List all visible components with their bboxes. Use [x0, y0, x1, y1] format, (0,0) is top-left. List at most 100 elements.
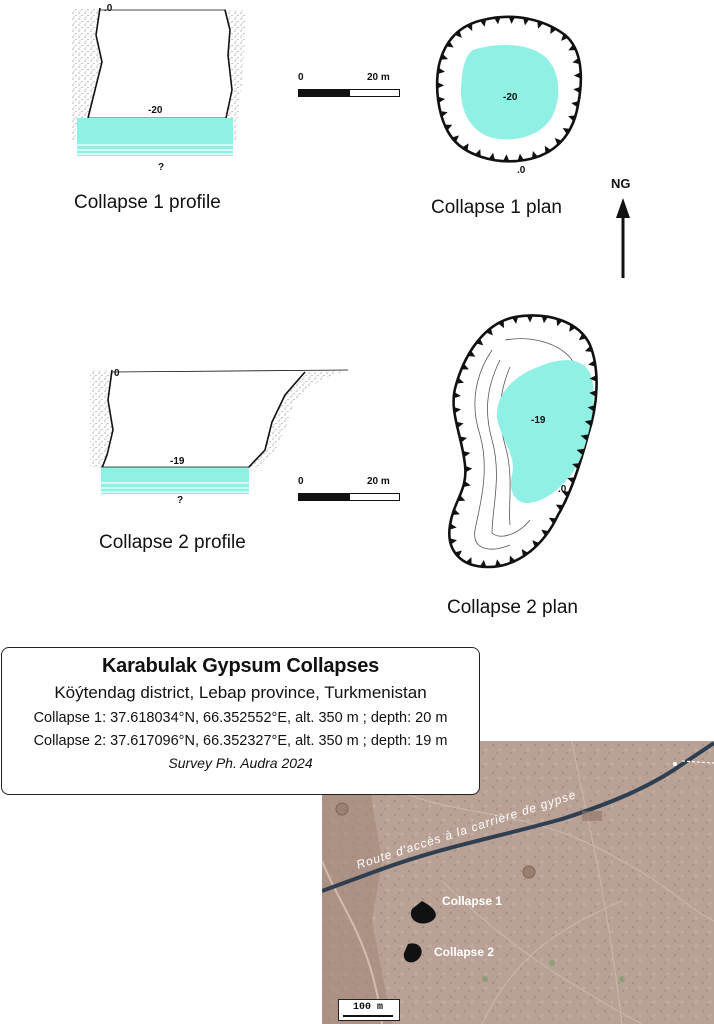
rim-tick — [571, 101, 579, 108]
rim-tick — [451, 135, 460, 143]
rim-tick — [494, 17, 501, 25]
rim-tick — [584, 419, 593, 427]
collapse2-plan-water — [496, 360, 594, 504]
info-credit: Survey Ph. Audra 2024 — [168, 755, 313, 771]
rim-tick — [440, 110, 448, 118]
rim-tick — [555, 504, 564, 511]
info-collapse2-line: Collapse 2: 37.617096°N, 66.352327°E, al… — [33, 733, 448, 749]
rim-tick — [523, 17, 530, 26]
satellite-map-image: Route d'accès à la carrière de gypse Col… — [322, 741, 714, 1024]
rim-tick — [561, 33, 569, 41]
collapse1-profile-right-wall — [225, 10, 245, 140]
rim-tick — [446, 40, 454, 48]
collapse2-profile-left-wall — [90, 370, 113, 468]
rim-tick — [497, 320, 504, 329]
collapse1-profile: .0 -20 ? — [72, 3, 245, 173]
rim-tick — [526, 315, 534, 323]
collapse1-scale-start: 0 — [298, 72, 304, 83]
collapse1-profile-caption: Collapse 1 profile — [74, 192, 221, 213]
collapse2-water-body — [101, 467, 249, 494]
collapse2-profile-bottom-label: ? — [177, 495, 183, 506]
collapse2-profile-top-label: 0 — [114, 368, 120, 379]
rim-tick — [462, 143, 469, 152]
collapse2-plan-depth-label: -19 — [531, 415, 546, 426]
rim-tick — [573, 86, 581, 94]
collapse1-scale-end: 20 m — [367, 72, 390, 83]
north-arrow-icon — [616, 198, 630, 278]
rim-tick — [454, 550, 462, 558]
rim-tick — [467, 350, 476, 357]
rim-tick — [459, 436, 468, 443]
rim-tick — [503, 154, 510, 162]
rim-tick — [475, 338, 484, 346]
rim-tick — [554, 138, 563, 146]
collapse1-profile-top-label: .0 — [104, 3, 113, 14]
collapse2-plan-ticks — [449, 315, 597, 568]
map-collapse2-marker — [403, 943, 422, 963]
rim-tick — [466, 23, 473, 31]
rim-tick — [541, 529, 549, 537]
rim-tick — [573, 72, 581, 79]
map-collapse1-marker — [410, 901, 436, 924]
collapse2-ground-line — [111, 369, 349, 373]
rim-tick — [449, 538, 458, 545]
rim-tick — [578, 333, 587, 341]
collapse1-profile-water-label: -20 — [148, 105, 163, 116]
rim-tick — [568, 44, 577, 51]
collapse1-plan-ticks — [437, 16, 581, 162]
rim-tick — [461, 363, 469, 370]
rim-tick — [569, 324, 576, 332]
north-arrow: NG — [608, 176, 638, 282]
rim-tick — [463, 480, 471, 488]
north-arrow-label: NG — [611, 176, 631, 191]
rim-tick — [449, 523, 457, 530]
rim-tick — [454, 30, 462, 38]
rim-tick — [511, 316, 519, 324]
rim-tick — [531, 150, 539, 159]
collapse2-profile-right-wall — [248, 370, 348, 468]
rim-tick — [479, 19, 487, 27]
collapse2-profile-water-label: -19 — [170, 456, 185, 467]
collapse2-plan-rim-label: .0 — [558, 484, 567, 495]
map-collapse2-label: Collapse 2 — [434, 945, 494, 959]
info-title: Karabulak Gypsum Collapses — [101, 655, 380, 677]
rim-tick — [589, 390, 597, 397]
rim-tick — [465, 465, 473, 473]
rim-tick — [572, 463, 580, 470]
rim-tick — [580, 434, 589, 441]
rim-tick — [548, 517, 557, 524]
road — [322, 741, 714, 893]
rim-tick — [480, 559, 487, 568]
rim-tick — [444, 124, 453, 131]
rim-tick — [587, 405, 596, 412]
info-subtitle: Köýtendag district, Lebap province, Turk… — [54, 683, 427, 702]
rim-tick — [452, 508, 460, 515]
rim-tick — [474, 149, 481, 157]
collapse1-profile-left-wall — [72, 8, 102, 140]
rim-tick — [456, 377, 464, 384]
rim-tick — [456, 421, 464, 429]
collapse2-scale-bar: 0 20 m — [298, 476, 403, 506]
rim-tick — [521, 549, 529, 557]
rim-tick — [532, 540, 540, 548]
rim-tick — [465, 557, 472, 565]
rim-tick — [453, 392, 461, 399]
collapse2-profile: 0 -19 ? — [90, 368, 349, 506]
rim-tick — [576, 448, 585, 455]
rim-tick — [544, 145, 552, 154]
collapse2-scale-start: 0 — [298, 476, 304, 487]
collapse2-plan: -19 .0 — [448, 314, 598, 569]
rim-tick — [561, 491, 570, 498]
rim-tick — [556, 318, 563, 327]
rim-tick — [572, 57, 580, 65]
rim-tick — [568, 115, 576, 122]
rim-tick — [495, 559, 502, 567]
rim-tick — [485, 328, 493, 336]
map-collapse1-label: Collapse 1 — [442, 894, 502, 908]
rim-tick — [440, 53, 449, 60]
rim-tick — [437, 96, 446, 103]
collapse1-plan-depth-label: -20 — [503, 92, 518, 103]
rim-tick — [537, 21, 544, 29]
rim-tick — [562, 127, 571, 135]
rim-tick — [509, 555, 516, 564]
